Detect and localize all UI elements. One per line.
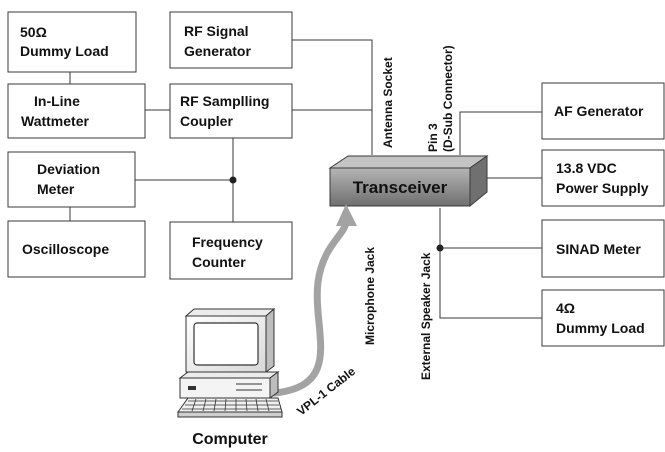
- block-label: 4Ω: [556, 300, 575, 316]
- arrow-head-icon: [336, 204, 357, 226]
- block-4ohm-dummy-load: 4Ω Dummy Load: [541, 289, 665, 347]
- block-label: Wattmeter: [21, 113, 89, 129]
- junction-dot-sinad: [436, 244, 444, 252]
- block-label: Coupler: [180, 113, 233, 129]
- block-label: RF Signal: [184, 23, 249, 39]
- block-rf-sampling-coupler: RF Samplling Coupler: [169, 83, 293, 139]
- microphone-jack-label: Microphone Jack: [363, 247, 377, 345]
- pin3-label: Pin 3: [426, 123, 440, 152]
- transceiver-label: Transceiver: [353, 178, 448, 197]
- wire-rfgen-antenna: [292, 39, 373, 155]
- block-label: Generator: [184, 43, 251, 59]
- block-label: Meter: [37, 181, 75, 197]
- block-label: Deviation: [37, 161, 100, 177]
- junction-dot-deviation: [229, 176, 237, 184]
- computer-label: Computer: [192, 431, 268, 448]
- block-inline-wattmeter: In-Line Wattmeter: [7, 83, 146, 139]
- computer-icon: [177, 307, 283, 418]
- transceiver-unit: Transceiver: [328, 155, 489, 208]
- external-speaker-jack-label: External Speaker Jack: [419, 252, 433, 380]
- block-label: RF Samplling: [180, 93, 269, 109]
- block-label: 13.8 VDC: [556, 160, 617, 176]
- block-label: Dummy Load: [20, 43, 109, 59]
- block-label: AF Generator: [554, 103, 644, 119]
- block-oscilloscope: Oscilloscope: [7, 220, 146, 278]
- antenna-socket-label: Antenna Socket: [381, 57, 395, 148]
- block-label: Counter: [192, 254, 246, 270]
- block-sinad-meter: SINAD Meter: [541, 219, 665, 278]
- block-label: Oscilloscope: [22, 241, 109, 257]
- block-label: SINAD Meter: [556, 241, 641, 257]
- block-label: Dummy Load: [556, 320, 645, 336]
- block-frequency-counter: Frequency Counter: [169, 221, 293, 280]
- block-label: Frequency: [192, 234, 263, 250]
- block-label: In-Line: [34, 93, 80, 109]
- block-af-generator: AF Generator: [541, 82, 665, 140]
- block-label: 50Ω: [20, 24, 47, 40]
- wire-speaker-dummyload: [439, 208, 542, 319]
- vpl1-cable: [271, 204, 357, 397]
- block-rf-signal-generator: RF Signal Generator: [169, 11, 293, 69]
- block-power-supply: 13.8 VDC Power Supply: [541, 149, 665, 207]
- block-50ohm-dummy-load: 50Ω Dummy Load: [7, 11, 137, 73]
- block-label: Power Supply: [556, 180, 649, 196]
- block-deviation-meter: Deviation Meter: [7, 151, 136, 208]
- vpl1-cable-label: VPL-1 Cable: [294, 364, 358, 418]
- wire-pin3-afgen: [459, 111, 542, 155]
- dsub-connector-label: (D-Sub Connector): [441, 45, 455, 152]
